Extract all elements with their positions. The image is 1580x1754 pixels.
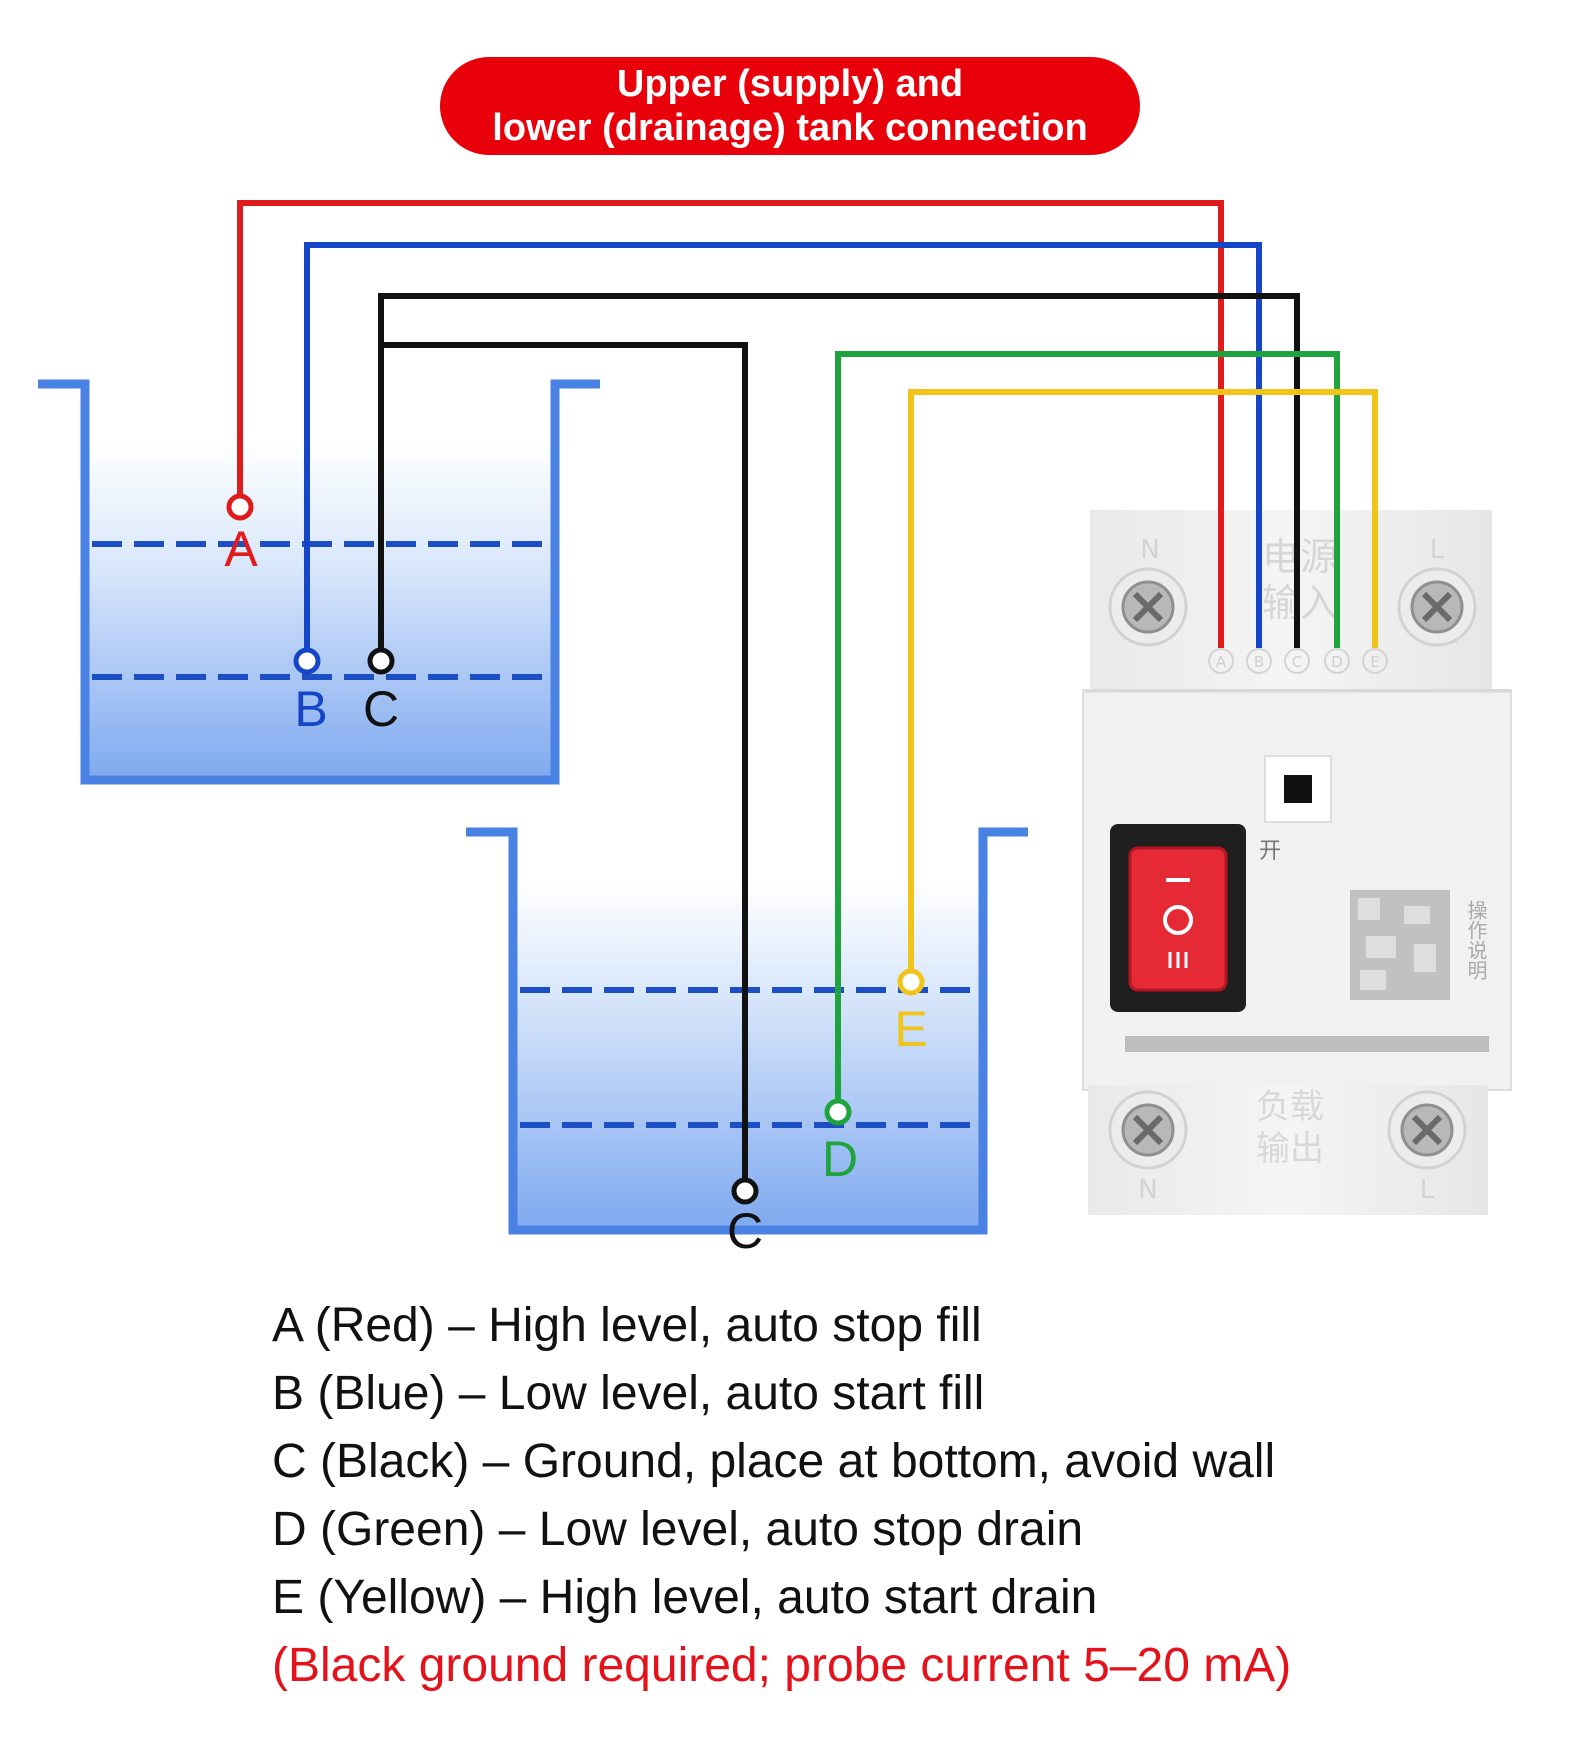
probe-e-tip bbox=[897, 968, 925, 996]
screw-icon bbox=[1108, 1090, 1188, 1170]
input-n-label: N bbox=[1140, 535, 1159, 565]
rocker-switch[interactable] bbox=[1110, 824, 1246, 1012]
device-stripe bbox=[1125, 1036, 1489, 1052]
switch-on-label: 开 bbox=[1259, 839, 1281, 864]
probe-c-upper-label: C bbox=[363, 681, 399, 737]
qr-code bbox=[1350, 890, 1450, 1000]
upper-tank-wall bbox=[38, 379, 600, 785]
probe-a: A bbox=[224, 493, 258, 577]
probe-b-label: B bbox=[294, 681, 327, 737]
terminal-a-label: A bbox=[1216, 653, 1227, 671]
upper-tank-water bbox=[85, 440, 555, 780]
level-controller: N L 电源 输入 A B C D E bbox=[1082, 510, 1512, 1215]
probe-c-upper-tip bbox=[367, 647, 395, 675]
legend-line-b: B (Blue) – Low level, auto start fill bbox=[272, 1367, 985, 1420]
probe-b-tip bbox=[293, 647, 321, 675]
lower-tank-wall bbox=[466, 827, 1028, 1235]
probe-d-label: D bbox=[822, 1131, 858, 1187]
probe-a-tip bbox=[226, 493, 254, 521]
terminal-d: D bbox=[1324, 648, 1350, 674]
probe-b: B bbox=[293, 647, 328, 737]
title-line-2: lower (drainage) tank connection bbox=[492, 107, 1088, 149]
manual-label: 操作说明 bbox=[1464, 900, 1488, 980]
terminal-a: A bbox=[1208, 648, 1234, 674]
switch-off-mark bbox=[1163, 905, 1193, 935]
wire-c-black-branch bbox=[381, 342, 748, 1180]
wire-c-black bbox=[378, 293, 1300, 648]
screw-icon bbox=[1108, 567, 1188, 647]
probe-e-label: E bbox=[894, 1001, 927, 1057]
probe-d: D bbox=[822, 1098, 858, 1187]
legend-line-e: E (Yellow) – High level, auto start drai… bbox=[272, 1571, 1098, 1624]
wires bbox=[237, 200, 1378, 1180]
load-output-label: 负载 bbox=[1256, 1087, 1324, 1127]
input-l-label: L bbox=[1430, 535, 1445, 565]
probe-e: E bbox=[894, 968, 928, 1057]
terminal-b: B bbox=[1246, 648, 1272, 674]
probe-c-lower: C bbox=[727, 1177, 763, 1259]
probe-c-upper: C bbox=[363, 647, 399, 737]
legend-line-d: D (Green) – Low level, auto stop drain bbox=[272, 1503, 1084, 1556]
probe-c-lower-tip bbox=[731, 1177, 759, 1205]
indicator-light bbox=[1264, 755, 1332, 823]
terminal-e-label: E bbox=[1370, 653, 1379, 671]
terminal-c: C bbox=[1284, 648, 1310, 674]
wire-e-yellow bbox=[908, 389, 1378, 970]
terminal-e: E bbox=[1362, 648, 1388, 674]
terminal-c-label: C bbox=[1292, 653, 1302, 671]
probe-c-lower-label: C bbox=[727, 1203, 763, 1259]
legend-note: (Black ground required; probe current 5–… bbox=[272, 1639, 1292, 1692]
upper-tank bbox=[38, 379, 600, 785]
probe-d-tip bbox=[824, 1098, 852, 1126]
terminal-d-label: D bbox=[1331, 653, 1343, 671]
output-n-label: N bbox=[1138, 1175, 1157, 1205]
wire-a-red bbox=[237, 200, 1224, 648]
load-output-label-2: 输出 bbox=[1256, 1129, 1324, 1169]
probe-a-label: A bbox=[224, 521, 258, 577]
wire-b-blue bbox=[304, 242, 1262, 648]
screw-icon bbox=[1387, 1090, 1467, 1170]
legend: A (Red) – High level, auto stop fill B (… bbox=[272, 1292, 1291, 1700]
screw-icon bbox=[1397, 567, 1477, 647]
legend-line-a: A (Red) – High level, auto stop fill bbox=[272, 1299, 982, 1352]
legend-line-c: C (Black) – Ground, place at bottom, avo… bbox=[272, 1435, 1276, 1488]
output-l-label: L bbox=[1420, 1175, 1435, 1205]
terminal-b-label: B bbox=[1254, 653, 1264, 671]
title-line-1: Upper (supply) and bbox=[616, 63, 964, 105]
title-banner: Upper (supply) and lower (drainage) tank… bbox=[440, 57, 1140, 155]
wire-d-green bbox=[835, 351, 1340, 1100]
